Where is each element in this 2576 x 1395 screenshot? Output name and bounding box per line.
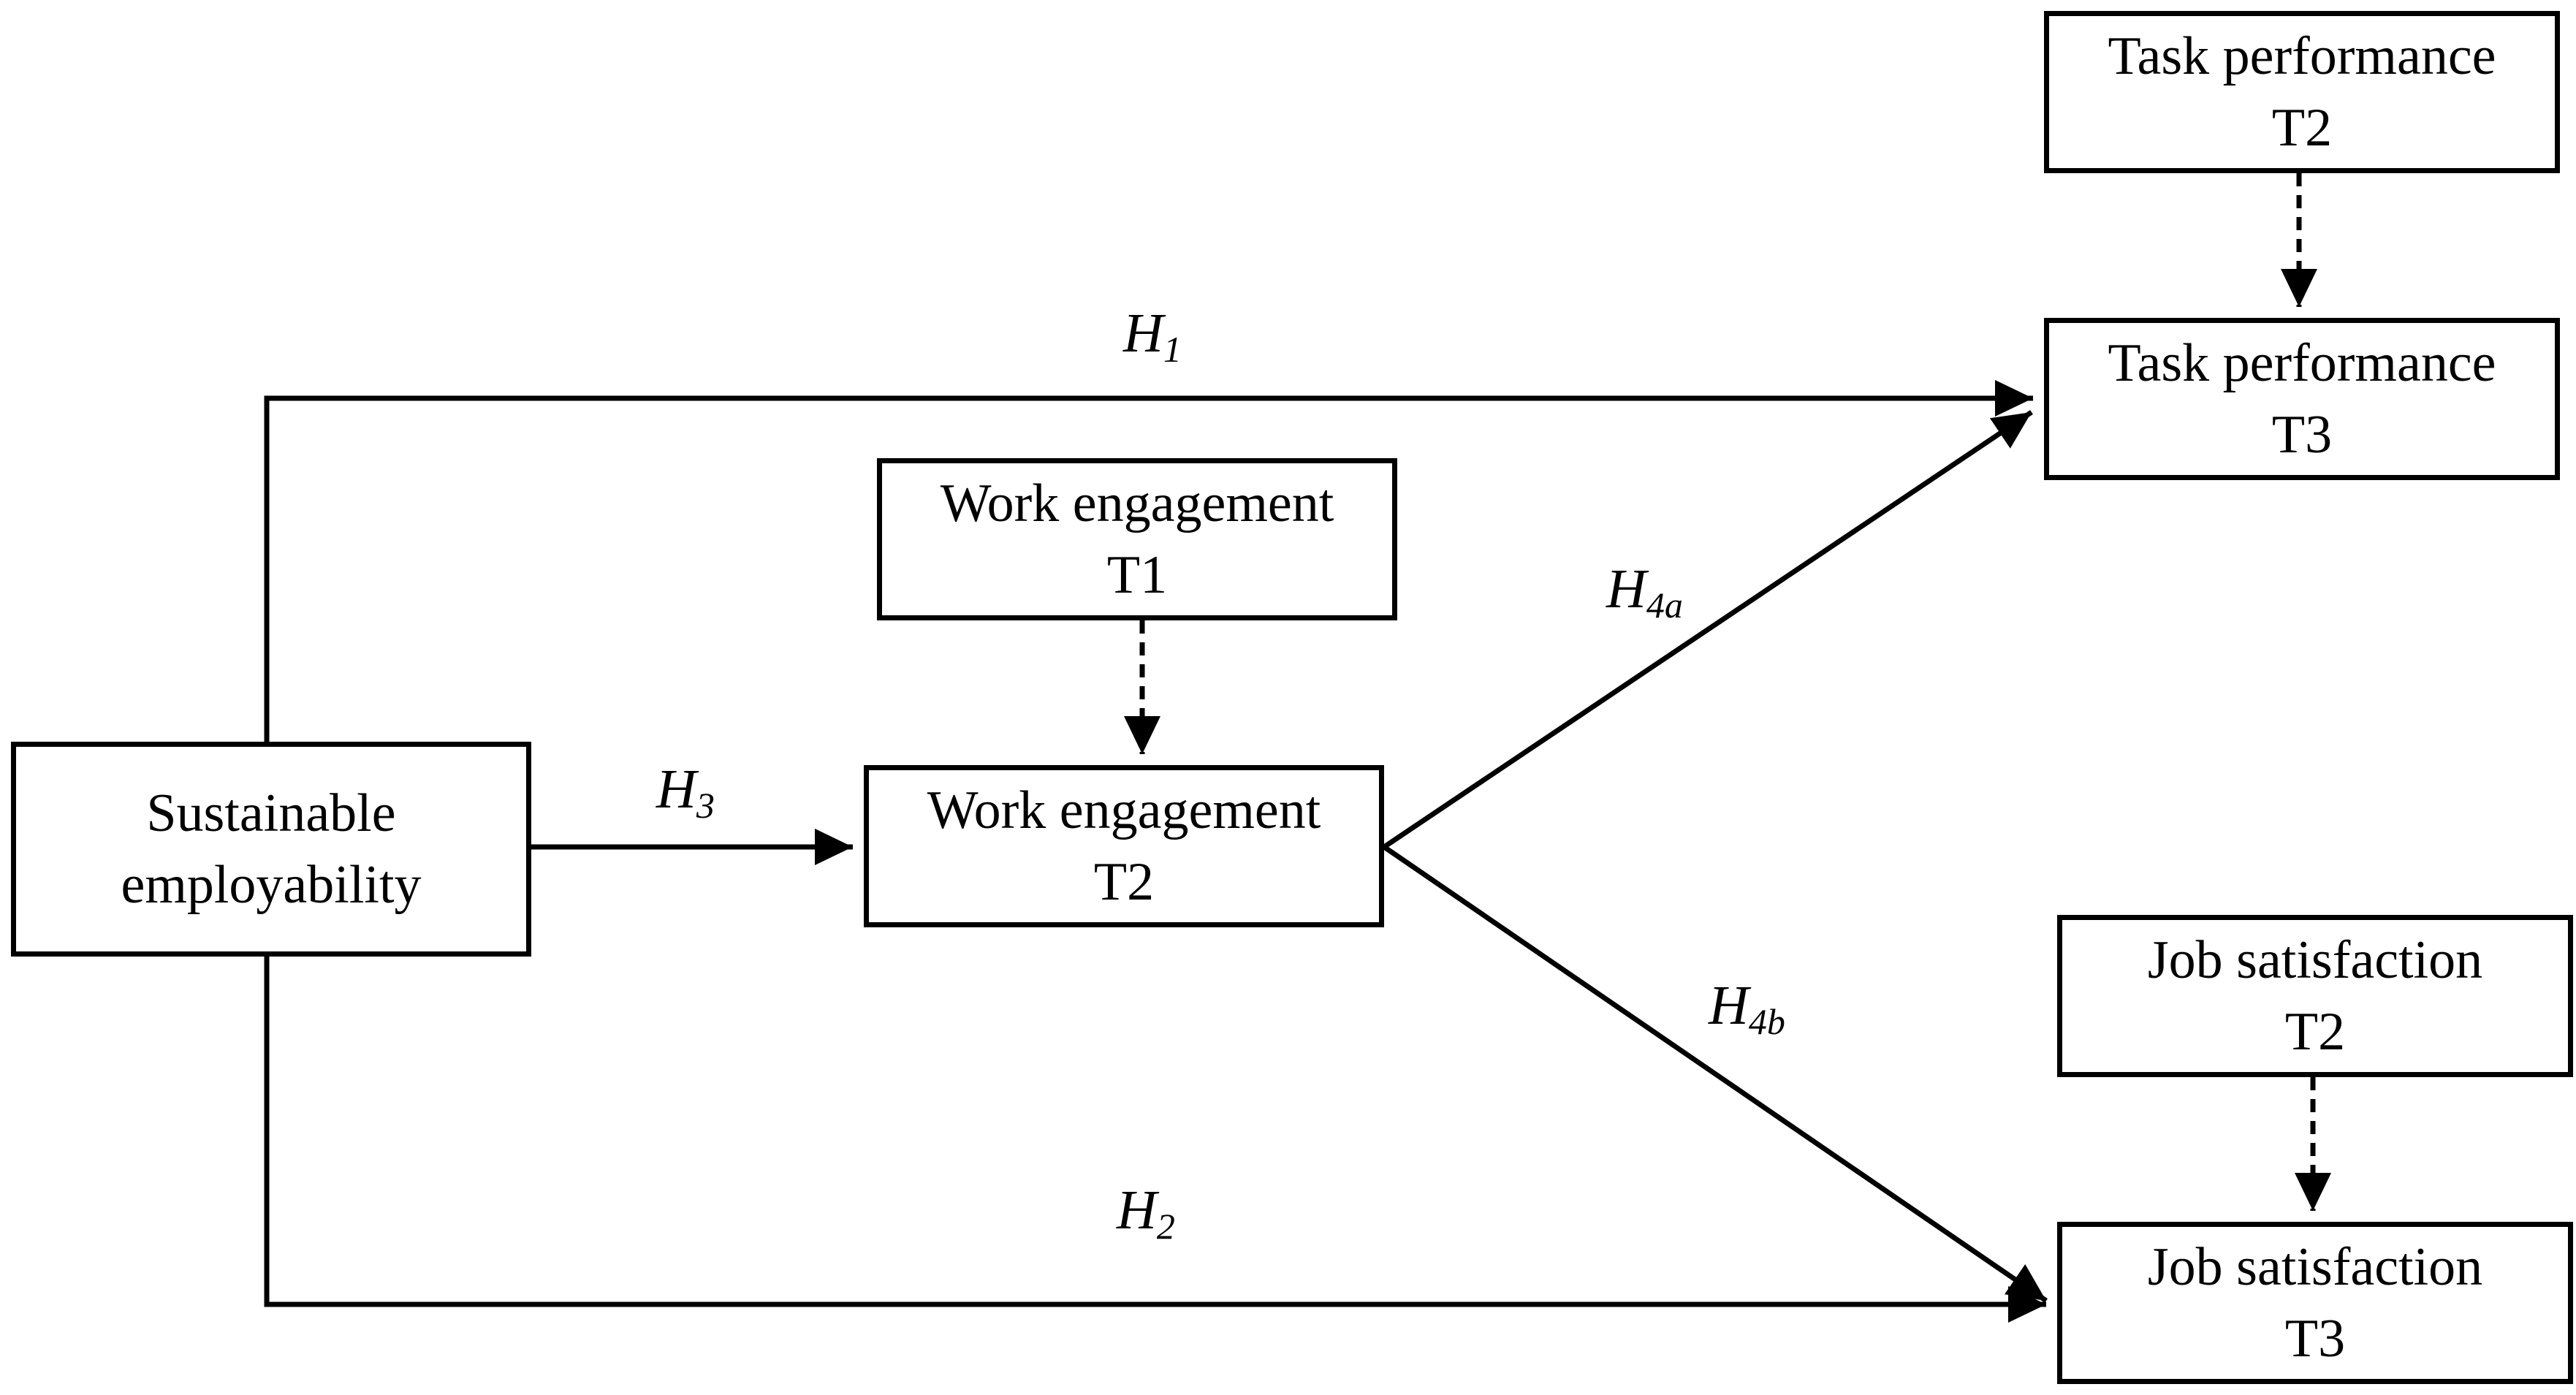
link-h4a-we2-to-tp3 bbox=[1383, 410, 2033, 849]
box-task-performance-t2: Task performance T2 bbox=[2044, 11, 2560, 173]
hypothesis-label-h1: H1 bbox=[1123, 303, 1182, 368]
box-label-line1: Job satisfaction bbox=[2147, 1237, 2483, 1297]
box-job-satisfaction-t2: Job satisfaction T2 bbox=[2057, 915, 2573, 1077]
hypothesis-label-h2: H2 bbox=[1117, 1179, 1175, 1244]
hypothesis-label-h3: H3 bbox=[656, 759, 715, 824]
box-label-line1: Task performance bbox=[2108, 26, 2496, 86]
box-work-engagement-t2: Work engagement T2 bbox=[864, 765, 1384, 927]
hypothesis-subscript: 4a bbox=[1646, 585, 1683, 626]
box-label-line2: T2 bbox=[2271, 98, 2333, 158]
box-work-engagement-t1: Work engagement T1 bbox=[877, 458, 1397, 620]
box-task-performance-t3: Task performance T3 bbox=[2044, 318, 2560, 480]
hypothesis-label-h4b: H4b bbox=[1709, 975, 1785, 1040]
hypothesis-letter: H bbox=[1123, 303, 1163, 364]
box-label-line1: Work engagement bbox=[940, 474, 1334, 533]
box-job-satisfaction-t3: Job satisfaction T3 bbox=[2057, 1222, 2573, 1384]
box-label-line1: Sustainable bbox=[146, 783, 396, 843]
hypothesis-subscript: 1 bbox=[1163, 329, 1182, 370]
box-label-line2: T1 bbox=[1106, 545, 1168, 605]
box-label-line2: T2 bbox=[2284, 1002, 2346, 1062]
hypothesis-letter: H bbox=[1117, 1179, 1157, 1241]
hypothesis-subscript: 3 bbox=[696, 785, 715, 826]
hypothesis-letter: H bbox=[1709, 975, 1749, 1036]
link-h4b-we2-to-js3 bbox=[1383, 845, 2048, 1303]
box-label-line2: T2 bbox=[1093, 852, 1155, 912]
box-label-line2: T3 bbox=[2284, 1309, 2346, 1369]
box-sustainable-employability: Sustainable employability bbox=[11, 742, 531, 957]
box-label-line1: Work engagement bbox=[927, 780, 1321, 840]
box-label-line2: T3 bbox=[2271, 405, 2333, 465]
hypothesis-letter: H bbox=[1606, 558, 1646, 620]
box-label-line1: Job satisfaction bbox=[2147, 930, 2483, 990]
link-h1-se-to-tp3 bbox=[264, 380, 2033, 742]
hypothesis-subscript: 4b bbox=[1748, 1001, 1785, 1042]
link-h2-se-to-js3 bbox=[264, 957, 2046, 1323]
box-label-line2: employability bbox=[121, 855, 422, 915]
hypothesis-subscript: 2 bbox=[1156, 1206, 1175, 1247]
hypothesis-letter: H bbox=[656, 759, 696, 820]
hypothesis-label-h4a: H4a bbox=[1606, 558, 1683, 623]
box-label-line1: Task performance bbox=[2108, 333, 2496, 393]
